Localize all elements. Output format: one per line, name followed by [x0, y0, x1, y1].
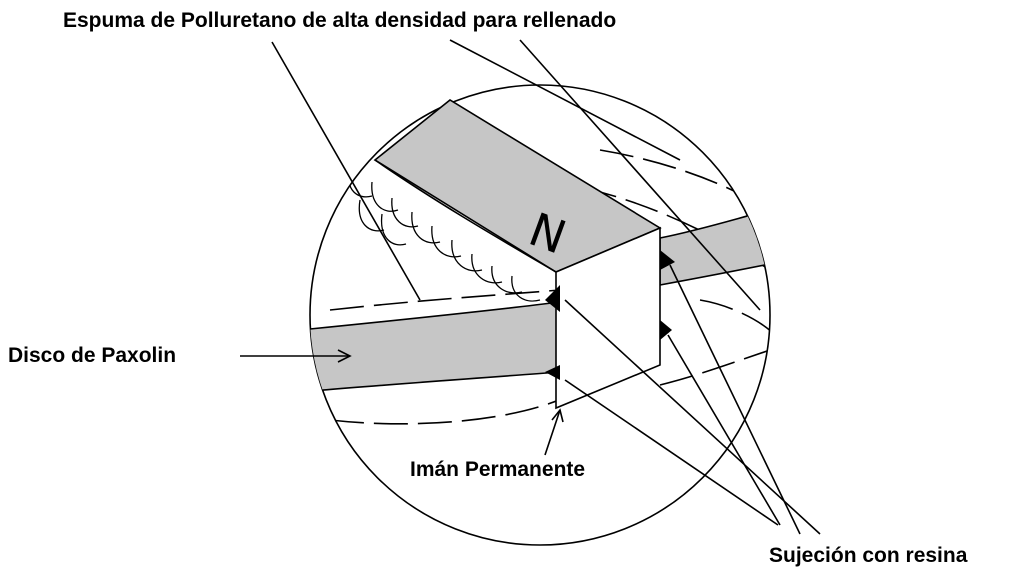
magnet-side-edge [374, 159, 557, 273]
paxolin-disc-right [659, 203, 770, 286]
outer-circle [309, 84, 771, 546]
resin-leader-line [564, 299, 821, 535]
resin-fillet [545, 285, 560, 312]
resin-fillet [545, 365, 560, 380]
foam-fibre [511, 275, 541, 302]
foam-fibre [491, 265, 523, 294]
foam-fibre [411, 211, 441, 244]
foam-label: Espuma de Polluretano de alta densidad p… [63, 9, 616, 32]
foam-fibre [451, 239, 483, 272]
magnet-leader-line [544, 409, 561, 456]
field-line [659, 349, 770, 386]
paxolin-disc-left [310, 301, 561, 393]
foam-fibre [380, 213, 407, 246]
field-line [329, 394, 571, 425]
foam-leader-line [271, 41, 421, 301]
disc-leader-arrow [337, 349, 352, 363]
resin-label: Sujeción con resina [769, 544, 968, 567]
resin-fillet [660, 250, 675, 270]
field-line [699, 299, 770, 336]
disc-label: Disco de Paxolin [8, 344, 176, 367]
foam-fibre [371, 181, 399, 212]
magnet-leader-arrow [551, 408, 564, 423]
foam-fibre [471, 253, 503, 284]
field-line [329, 289, 561, 311]
foam-leader-line [519, 39, 761, 311]
resin-fillet [660, 320, 672, 340]
resin-leader-line [564, 379, 779, 526]
foam-leader-line [449, 39, 681, 161]
magnet-label: Imán Permanente [410, 458, 585, 481]
resin-leader-line [667, 334, 781, 526]
resin-leader-line [669, 264, 801, 535]
foam-fibre [391, 197, 419, 228]
foam-fibre [431, 225, 462, 258]
